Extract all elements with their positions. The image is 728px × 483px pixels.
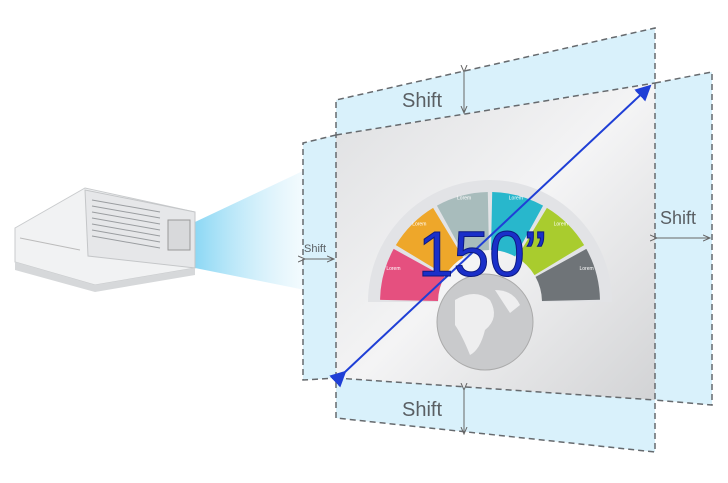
diagonal-arrow [329,84,652,388]
segment-label: Lorem [386,266,400,272]
diagonal-size-label: 150” [418,218,546,290]
shift-area-left [303,135,336,380]
segment-label: Lorem [457,195,471,201]
projector-image [14,187,196,292]
segment-label: Lorem [554,221,568,227]
shift-label-right: Shift [660,208,696,228]
segment-label: Lorem [509,195,523,201]
shift-label-top: Shift [402,90,442,112]
light-beam [195,170,305,290]
shift-label-left: Shift [304,243,326,255]
shift-label-bottom: Shift [402,399,442,421]
shift-area-bottom [336,378,655,452]
segment-label: Lorem [579,266,593,272]
